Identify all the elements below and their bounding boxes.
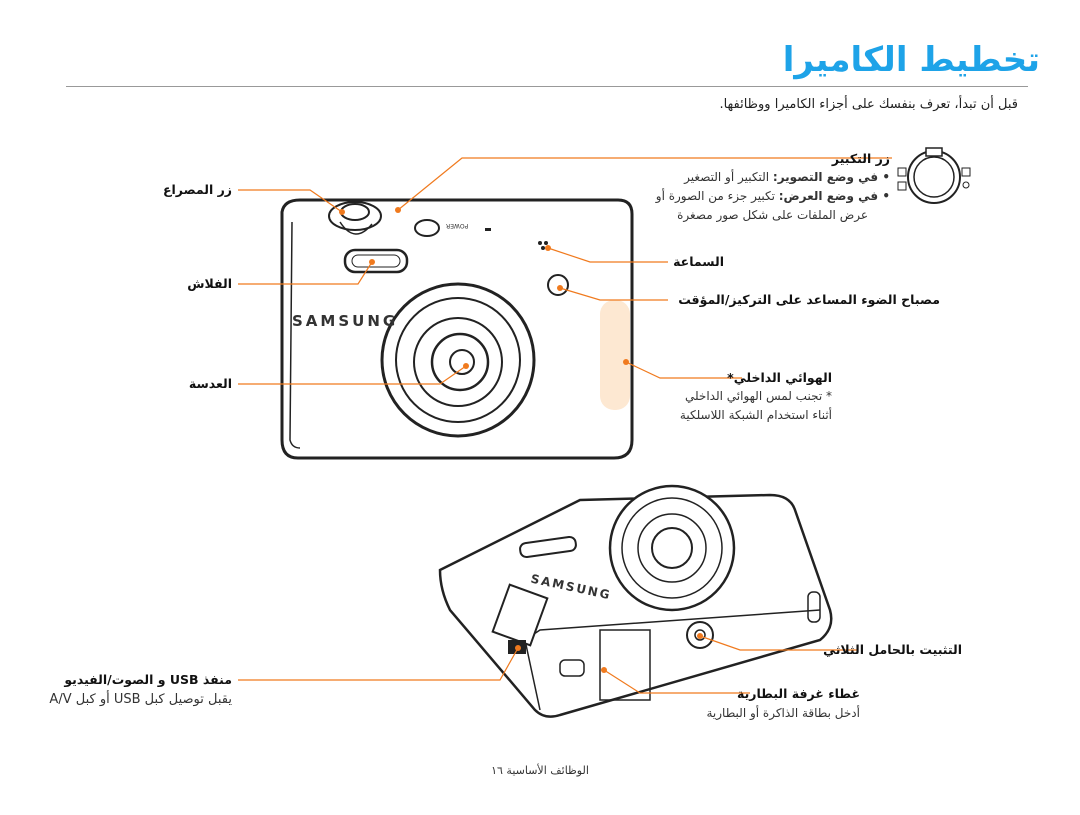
callout-lines xyxy=(238,157,892,694)
zoom-line1: • في وضع التصوير: التكبير أو التصغير xyxy=(684,170,890,184)
intro-text: قبل أن تبدأ، تعرف بنفسك على أجزاء الكامي… xyxy=(719,97,1018,112)
lens-label: العدسة xyxy=(188,376,232,391)
callout-dots xyxy=(339,207,703,673)
shutter-label: زر المصراع xyxy=(162,182,232,197)
antenna-line1: * تجنب لمس الهوائي الداخلي xyxy=(684,389,832,403)
antenna-line2: أثناء استخدام الشبكة اللاسلكية xyxy=(679,408,832,422)
camera-bottom xyxy=(438,484,833,718)
camera-power-label: POWER xyxy=(446,222,469,229)
page-title: تخطيط الكاميرا xyxy=(782,40,1040,80)
camera-brand-front: SAMSUNG xyxy=(292,312,399,330)
battery-cover-label: غطاء غرفة البطارية xyxy=(736,686,860,701)
usb-port-label: منفذ USB و الصوت/الفيديو xyxy=(64,672,232,687)
camera-front xyxy=(280,198,634,460)
af-lamp-label: مصباح الضوء المساعد على التركيز/المؤقت xyxy=(678,292,940,307)
zoom-line3: عرض الملفات على شكل صور مصغرة xyxy=(677,208,868,222)
page-footer: الوظائف الأساسية ١٦ xyxy=(0,764,1080,777)
zoom-line2: • في وضع العرض: تكبير جزء من الصورة أو xyxy=(655,189,890,203)
speaker-label: السماعة xyxy=(673,254,724,269)
zoom-button-icon xyxy=(897,147,971,204)
usb-port-desc: يقبل توصيل كبل USB أو كبل A/V xyxy=(49,692,232,707)
page-number: ١٦ xyxy=(491,764,503,777)
antenna-label: الهوائي الداخلي* xyxy=(727,370,832,385)
footer-section: الوظائف الأساسية xyxy=(506,764,589,777)
title-rule xyxy=(66,86,1028,87)
battery-cover-desc: أدخل بطاقة الذاكرة أو البطارية xyxy=(706,706,860,720)
flash-label: الفلاش xyxy=(187,276,232,291)
tripod-label: التثبيت بالحامل الثلاثي xyxy=(823,642,962,657)
zoom-button-label: زر التكبير xyxy=(831,151,890,166)
